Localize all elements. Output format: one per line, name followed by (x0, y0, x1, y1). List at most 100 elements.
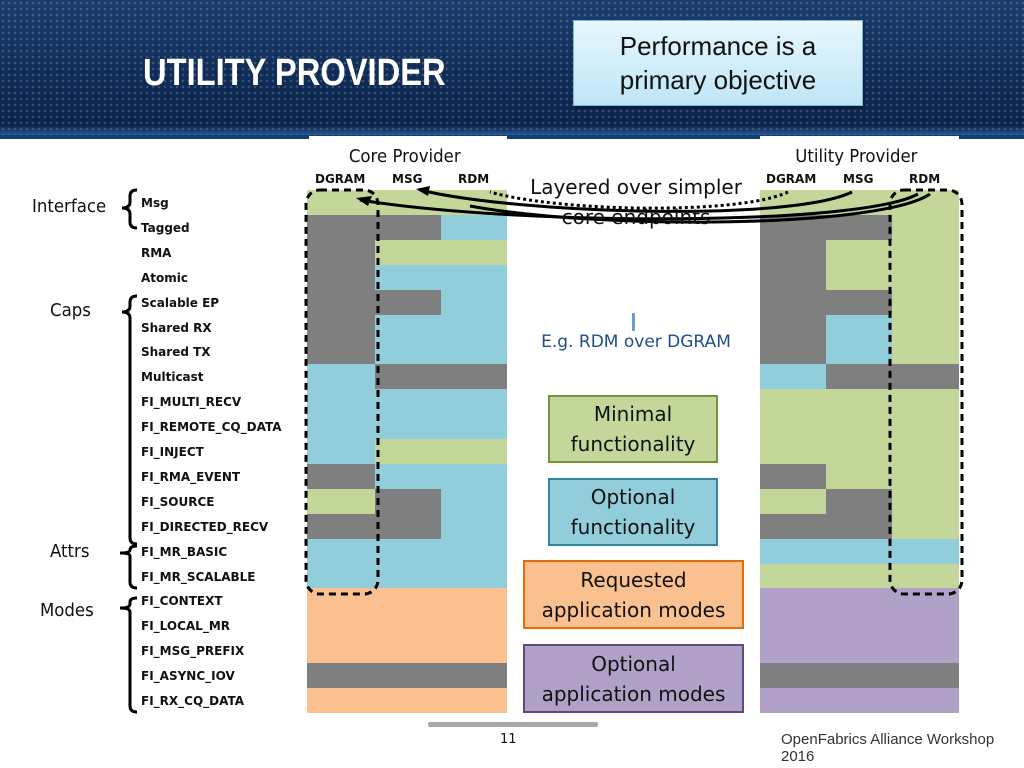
category-modes: Modes (40, 600, 94, 621)
row-label: Scalable EP (141, 295, 220, 310)
grid-cell (307, 488, 375, 515)
grid-cell (375, 414, 441, 440)
footer-text: OpenFabrics Alliance Workshop 2016 (781, 731, 995, 765)
grid-cell (892, 364, 959, 390)
grid-cell (307, 463, 375, 490)
grid-cell (307, 289, 375, 315)
grid-cell (892, 190, 959, 216)
utility-provider-grid (760, 190, 959, 714)
grid-cell (760, 414, 826, 440)
grid-cell (760, 613, 826, 639)
grid-cell (307, 538, 375, 564)
grid-cell (760, 339, 826, 365)
arrow-curve-1 (359, 192, 919, 221)
grid-cell (826, 488, 892, 515)
category-attrs: Attrs (50, 541, 90, 562)
grid-cell (375, 513, 441, 540)
page-number: 11 (500, 732, 517, 747)
row-label: FI_MR_BASIC (141, 544, 228, 559)
grid-cell (441, 314, 507, 340)
grid-cell (441, 613, 507, 639)
grid-cell (375, 613, 441, 639)
grid-cell (375, 314, 441, 340)
grid-cell (375, 339, 441, 365)
performance-callout: Performance is a primary objective (573, 20, 863, 106)
horizontal-scrollbar[interactable] (428, 722, 598, 727)
grid-cell (760, 463, 826, 490)
legend-optional-mode: Optional application modes (523, 644, 744, 713)
arrow-curve-4 (469, 192, 931, 224)
grid-cell (826, 563, 892, 589)
grid-cell (760, 663, 826, 689)
grid-cell (375, 488, 441, 515)
slide-title: UTILITY PROVIDER (143, 52, 446, 94)
core-provider-grid (307, 190, 507, 714)
grid-cell (375, 688, 441, 714)
grid-cell (826, 688, 892, 714)
arrow-curve-3 (489, 190, 789, 210)
grid-cell (892, 389, 959, 415)
core-header-panel (309, 136, 507, 180)
grid-cell (760, 239, 826, 266)
grid-cell (826, 364, 892, 390)
category-caps: Caps (50, 300, 91, 321)
core-col-rdm: RDM (458, 172, 490, 186)
row-label: FI_LOCAL_MR (141, 619, 231, 634)
grid-cell (375, 289, 441, 315)
grid-cell (892, 563, 959, 589)
grid-cell (892, 513, 959, 540)
grid-cell (307, 439, 375, 465)
grid-cell (441, 289, 507, 315)
utility-header-panel (760, 136, 959, 180)
grid-cell (441, 463, 507, 490)
grid-cell (375, 439, 441, 465)
example-annotation: E.g. RDM over DGRAM (541, 332, 731, 352)
utility-rdm-highlight (888, 188, 964, 596)
arrow-head-2 (416, 186, 430, 196)
core-col-msg: MSG (392, 172, 423, 186)
grid-cell (375, 588, 441, 614)
grid-cell (826, 638, 892, 664)
row-label: FI_MR_SCALABLE (141, 569, 256, 584)
row-label: FI_INJECT (141, 445, 204, 459)
grid-cell (826, 414, 892, 440)
grid-cell (375, 663, 441, 689)
grid-cell (826, 389, 892, 415)
grid-cell (892, 414, 959, 440)
grid-cell (760, 538, 826, 564)
core-provider-title: Core Provider (348, 146, 461, 167)
grid-cell (375, 463, 441, 490)
grid-cell (441, 588, 507, 614)
grid-cell (441, 513, 507, 540)
grid-cell (307, 264, 375, 291)
grid-cell (307, 239, 375, 266)
grid-cell (760, 638, 826, 664)
row-label: FI_MULTI_RECV (141, 395, 242, 410)
grid-cell (375, 538, 441, 564)
grid-cell (826, 214, 892, 241)
utility-col-msg: MSG (843, 172, 874, 186)
grid-cell (826, 463, 892, 490)
row-label: FI_MSG_PREFIX (141, 644, 245, 659)
grid-cell (760, 364, 826, 390)
grid-cell (441, 389, 507, 415)
grid-cell (441, 339, 507, 365)
grid-cell (892, 688, 959, 714)
legend-minimal: Minimal functionality (548, 395, 718, 463)
row-label: Shared RX (141, 320, 212, 335)
grid-cell (441, 264, 507, 291)
grid-cell (760, 488, 826, 515)
grid-cell (892, 488, 959, 515)
grid-cell (760, 513, 826, 540)
grid-cell (375, 214, 441, 241)
grid-cell (760, 439, 826, 465)
grid-cell (307, 314, 375, 340)
row-label: Shared TX (141, 345, 211, 360)
grid-cell (826, 239, 892, 266)
grid-cell (760, 314, 826, 340)
grid-cell (892, 314, 959, 340)
grid-cell (307, 339, 375, 365)
grid-cell (760, 389, 826, 415)
row-label: Tagged (141, 220, 190, 235)
row-label: FI_SOURCE (141, 494, 215, 509)
